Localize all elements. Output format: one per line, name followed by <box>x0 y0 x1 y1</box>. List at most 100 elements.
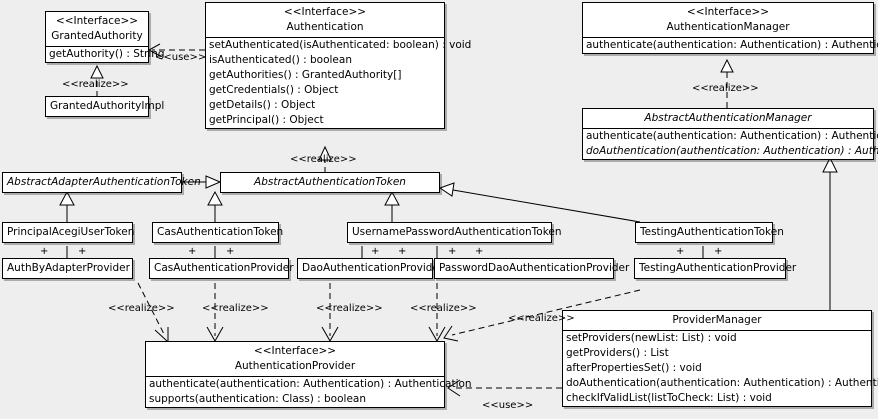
operation-row: doAuthentication(authentication: Authent… <box>586 145 878 157</box>
edge-label-use-grantedauthority: <<use>> <box>155 52 207 63</box>
class-name-label: AuthenticationProvider <box>234 360 356 372</box>
class-testing-authentication-token[interactable]: TestingAuthenticationToken <box>635 222 784 243</box>
class-header: ProviderManager <box>563 311 871 330</box>
edge-label-realize-authprovider-d: <<realize>> <box>410 303 477 314</box>
class-header: AbstractAuthenticationManager <box>583 109 873 128</box>
class-cas-authentication-token[interactable]: CasAuthenticationToken <box>152 222 284 243</box>
class-abstract-authentication-manager[interactable]: AbstractAuthenticationManager authentica… <box>582 108 878 160</box>
operation-row: isAuthenticated() : boolean <box>209 54 352 66</box>
arrowhead-realize-authentication <box>318 145 332 161</box>
class-header: <<Interface>> AuthenticationProvider <box>146 342 444 376</box>
class-provider-manager[interactable]: ProviderManager setProviders(newList: Li… <box>562 310 878 407</box>
operations-compartment: authenticate(authentication: Authenticat… <box>146 376 472 407</box>
class-header: AbstractAuthenticationToken <box>221 173 439 192</box>
arrowhead-realize-authprovider-e <box>443 325 459 342</box>
class-name-label: Authentication <box>286 21 364 33</box>
class-dao-authentication-provider[interactable]: DaoAuthenticationProvider <box>297 258 444 279</box>
arrowhead-use-grantedauthority <box>147 43 161 57</box>
operation-row: getAuthorities() : GrantedAuthority[] <box>209 69 402 81</box>
edge-label-realize-authprovider-a: <<realize>> <box>108 303 175 314</box>
operation-row: checkIfValidList(listToCheck: List) : vo… <box>566 392 772 404</box>
class-header: TestingAuthenticationProvider <box>635 259 797 278</box>
arrowhead-realize-authmanager <box>720 58 734 73</box>
operations-compartment: authenticate(authentication: Authenticat… <box>583 37 878 53</box>
class-name-label: CasAuthenticationToken <box>157 226 284 238</box>
operation-row: afterPropertiesSet() : void <box>566 362 702 374</box>
operation-row: authenticate(authentication: Authenticat… <box>586 39 878 51</box>
class-auth-by-adapter-provider[interactable]: AuthByAdapterProvider <box>2 258 133 279</box>
class-name-label: AuthenticationManager <box>666 21 790 33</box>
class-abstract-authentication-token[interactable]: AbstractAuthenticationToken <box>220 172 440 193</box>
association-end-marker: + <box>226 246 235 257</box>
stereotype-label: <<Interface>> <box>686 6 770 18</box>
class-header: <<Interface>> AuthenticationManager <box>583 3 873 37</box>
edge-label-use-authprovider: <<use>> <box>482 400 534 411</box>
class-authentication[interactable]: <<Interface>> Authentication setAuthenti… <box>205 2 472 129</box>
arrowhead-gen-abstracttoken-testing <box>438 182 455 197</box>
edge-label-realize-authentication: <<realize>> <box>290 154 357 165</box>
operation-row: doAuthentication(authentication: Authent… <box>566 377 878 389</box>
class-name-label: DaoAuthenticationProvider <box>302 262 444 274</box>
edge-testingprovider-realize-authprovider <box>451 289 641 336</box>
class-header: DaoAuthenticationProvider <box>298 259 444 278</box>
association-end-marker: + <box>398 246 407 257</box>
operation-row: setProviders(newList: List) : void <box>566 332 737 344</box>
class-name-label: AbstractAuthenticationManager <box>644 112 812 124</box>
operation-row: authenticate(authentication: Authenticat… <box>149 378 472 390</box>
class-authentication-provider[interactable]: <<Interface>> AuthenticationProvider aut… <box>145 341 472 408</box>
operation-row: getAuthority() : String <box>49 48 165 60</box>
operations-compartment: setProviders(newList: List) : void getPr… <box>563 330 878 406</box>
class-name-label: UsernamePasswordAuthenticationToken <box>352 226 562 238</box>
operation-row: getCredentials() : Object <box>209 84 339 96</box>
operation-row: getProviders() : List <box>566 347 669 359</box>
stereotype-label: <<Interface>> <box>253 345 337 357</box>
class-username-password-authentication-token[interactable]: UsernamePasswordAuthenticationToken <box>347 222 562 243</box>
edge-label-realize-authprovider-e: <<realize>> <box>508 313 575 324</box>
class-header: PrincipalAcegiUserToken <box>3 223 135 242</box>
class-header: <<Interface>> GrantedAuthority <box>46 12 148 46</box>
class-granted-authority-impl[interactable]: GrantedAuthorityImpl <box>45 96 164 117</box>
class-principal-acegi-user-token[interactable]: PrincipalAcegiUserToken <box>2 222 135 243</box>
stereotype-label: <<Interface>> <box>283 6 367 18</box>
association-end-marker: + <box>714 246 723 257</box>
class-granted-authority[interactable]: <<Interface>> GrantedAuthority getAuthor… <box>45 11 165 63</box>
class-name-label: GrantedAuthority <box>51 30 143 42</box>
class-cas-authentication-provider[interactable]: CasAuthenticationProvider <box>149 258 294 279</box>
class-name-label: PasswordDaoAuthenticationProvider <box>439 262 630 274</box>
operations-compartment: authenticate(authentication: Authenticat… <box>583 128 878 159</box>
class-header: AbstractAdapterAuthenticationToken <box>3 173 201 192</box>
association-end-marker: + <box>188 246 197 257</box>
class-name-label: PrincipalAcegiUserToken <box>7 226 135 238</box>
edge-label-realize-grantedauthority: <<realize>> <box>62 79 129 90</box>
operation-row: getDetails() : Object <box>209 99 316 111</box>
class-name-label: AbstractAuthenticationToken <box>254 176 406 188</box>
class-password-dao-authentication-provider[interactable]: PasswordDaoAuthenticationProvider <box>434 258 630 279</box>
edge-label-realize-authprovider-b: <<realize>> <box>202 303 269 314</box>
class-abstract-adapter-authentication-token[interactable]: AbstractAdapterAuthenticationToken <box>2 172 201 193</box>
association-end-marker: + <box>40 246 49 257</box>
class-name-label: CasAuthenticationProvider <box>154 262 294 274</box>
arrowhead-gen-abstracttoken-userpass <box>384 190 400 206</box>
class-header: PasswordDaoAuthenticationProvider <box>435 259 630 278</box>
class-name-label: ProviderManager <box>672 314 762 326</box>
edge-label-realize-authmanager: <<realize>> <box>692 83 759 94</box>
association-end-marker: + <box>448 246 457 257</box>
class-header: AuthByAdapterProvider <box>3 259 132 278</box>
operation-row: authenticate(authentication: Authenticat… <box>586 130 878 142</box>
arrowhead-gen-adaptertoken <box>59 190 75 206</box>
operation-row: setAuthenticated(isAuthenticated: boolea… <box>209 39 472 51</box>
class-header: CasAuthenticationProvider <box>150 259 294 278</box>
stereotype-label: <<Interface>> <box>55 15 139 27</box>
arrowhead-gen-abstracttoken-left <box>205 175 222 189</box>
class-name-label: AuthByAdapterProvider <box>7 262 130 274</box>
operations-compartment: setAuthenticated(isAuthenticated: boolea… <box>206 37 472 128</box>
class-name-label: TestingAuthenticationProvider <box>639 262 797 274</box>
arrowhead-gen-abstractauthmanager <box>822 156 838 173</box>
arrowhead-realize-grantedauthority <box>90 64 104 79</box>
association-end-marker: + <box>676 246 685 257</box>
class-name-label: TestingAuthenticationToken <box>640 226 784 238</box>
class-authentication-manager[interactable]: <<Interface>> AuthenticationManager auth… <box>582 2 878 54</box>
class-testing-authentication-provider[interactable]: TestingAuthenticationProvider <box>634 258 797 279</box>
